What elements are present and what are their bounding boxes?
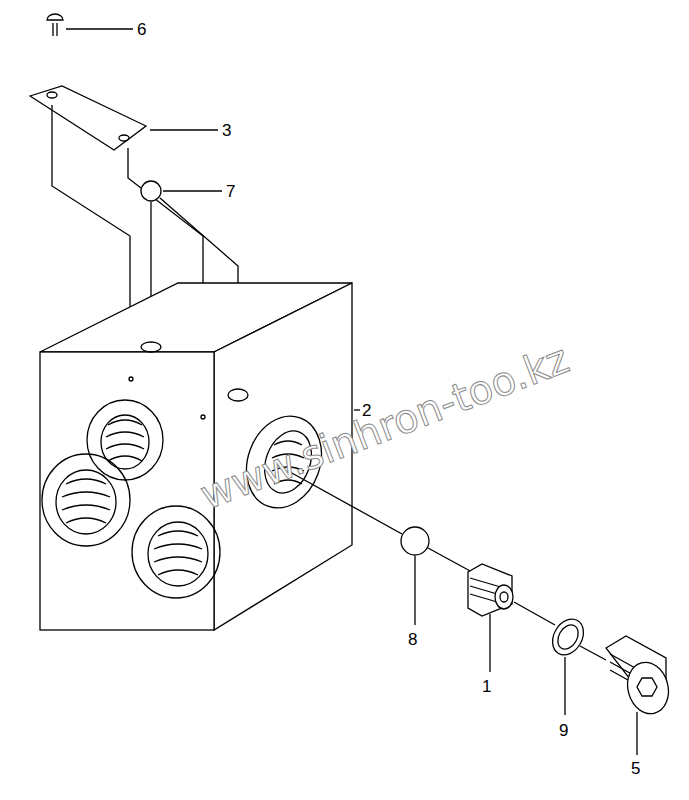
callout-number: 6	[137, 21, 146, 38]
callout-number: 3	[222, 122, 231, 139]
callout-number: 7	[226, 183, 235, 200]
callout-number: 1	[482, 678, 491, 695]
callout-number: 8	[408, 631, 417, 648]
callout-number: 9	[559, 722, 568, 739]
callout-number: 5	[631, 760, 640, 777]
